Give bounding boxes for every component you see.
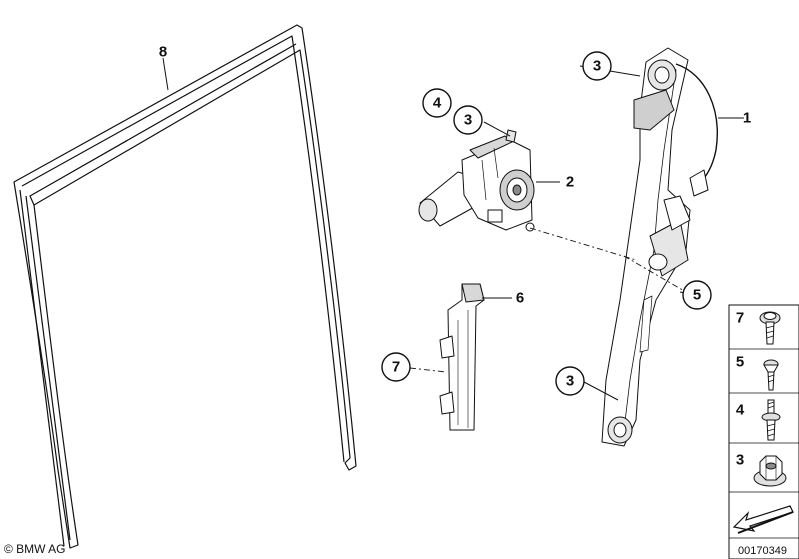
callout-4-label: 4 bbox=[433, 95, 442, 112]
callout-6: 6 bbox=[516, 290, 524, 307]
window-motor-part bbox=[418, 129, 535, 232]
callout-6-label: 6 bbox=[516, 290, 524, 307]
callout-7-guide: 7 bbox=[381, 352, 411, 382]
legend-number: 5 bbox=[736, 354, 744, 371]
window-regulator-part bbox=[601, 47, 718, 447]
direction-arrow-icon bbox=[732, 505, 794, 534]
callout-3-regulator-lower: 3 bbox=[555, 366, 585, 396]
callout-3-label: 3 bbox=[593, 58, 601, 75]
callout-5-mid: 5 bbox=[682, 280, 712, 310]
legend-row-7: 7 bbox=[736, 310, 781, 345]
collar-stud-bolt-icon bbox=[761, 399, 781, 441]
callout-3-motor-upper: 3 bbox=[453, 105, 483, 135]
callout-7-label: 7 bbox=[392, 359, 400, 376]
legend-number: 4 bbox=[736, 402, 745, 419]
washer-head-screw-icon bbox=[759, 311, 781, 345]
legend-row-3: 3 bbox=[736, 452, 787, 487]
legend-number: 3 bbox=[736, 452, 744, 469]
fastener-legend: 7 5 4 bbox=[728, 304, 799, 559]
callout-8-label: 8 bbox=[159, 44, 167, 61]
guide-rail-part bbox=[439, 283, 485, 431]
hex-flange-nut-icon bbox=[753, 455, 787, 487]
callout-5-label: 5 bbox=[693, 287, 701, 304]
callout-3-label: 3 bbox=[464, 112, 472, 129]
legend-row-4: 4 bbox=[736, 399, 781, 441]
callout-3-label: 3 bbox=[566, 373, 574, 390]
legend-number: 7 bbox=[736, 310, 744, 327]
callout-1: 1 bbox=[743, 110, 751, 127]
frame-seal-part bbox=[13, 24, 357, 549]
callout-2-label: 2 bbox=[566, 174, 574, 191]
callout-4-motor-bolt: 4 bbox=[422, 88, 452, 118]
callout-8: 8 bbox=[159, 44, 167, 61]
callout-1-label: 1 bbox=[743, 110, 751, 127]
callout-3-regulator-upper: 3 bbox=[582, 51, 612, 81]
assembly-lines bbox=[409, 227, 687, 373]
countersunk-screw-icon bbox=[763, 359, 779, 391]
callout-2: 2 bbox=[566, 174, 574, 191]
copyright-label: © BMW AG bbox=[4, 542, 66, 556]
legend-row-5: 5 bbox=[736, 354, 779, 391]
reference-number: 00170349 bbox=[738, 545, 787, 557]
